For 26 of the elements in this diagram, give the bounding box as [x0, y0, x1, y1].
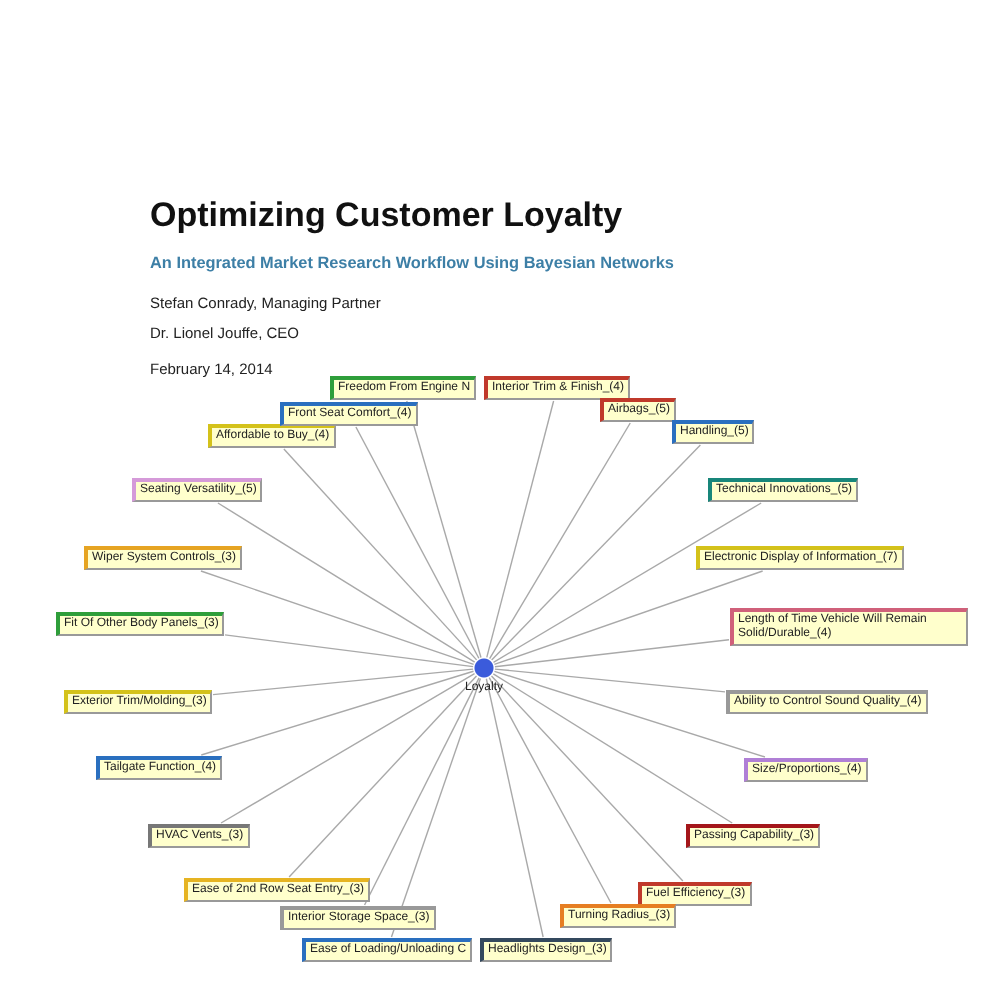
connector-line	[494, 639, 730, 668]
connector-line	[493, 570, 764, 666]
connector-line	[283, 448, 478, 661]
subtitle: An Integrated Market Research Workflow Using Bayesian Networks	[150, 254, 674, 272]
connector-line	[212, 668, 474, 696]
connector-line	[494, 668, 726, 693]
connector-line	[485, 678, 544, 938]
connector-line	[488, 422, 631, 660]
connector-line	[224, 634, 474, 668]
connector-line	[486, 400, 555, 659]
connector-line	[390, 677, 482, 938]
connector-line	[488, 676, 612, 904]
connector-line	[288, 675, 478, 878]
connector-line	[355, 426, 480, 659]
connector-line	[493, 670, 766, 758]
connector-line	[406, 400, 482, 659]
title: Optimizing Customer Loyalty	[150, 196, 623, 236]
connector-line	[363, 677, 480, 906]
connector-line	[490, 444, 702, 661]
connector-line	[490, 675, 684, 882]
connector-line	[217, 502, 476, 663]
connector-line	[492, 673, 733, 824]
connector-line	[492, 502, 762, 664]
connector-line	[200, 570, 475, 666]
connector-line	[200, 670, 475, 756]
connector-line	[220, 672, 476, 824]
